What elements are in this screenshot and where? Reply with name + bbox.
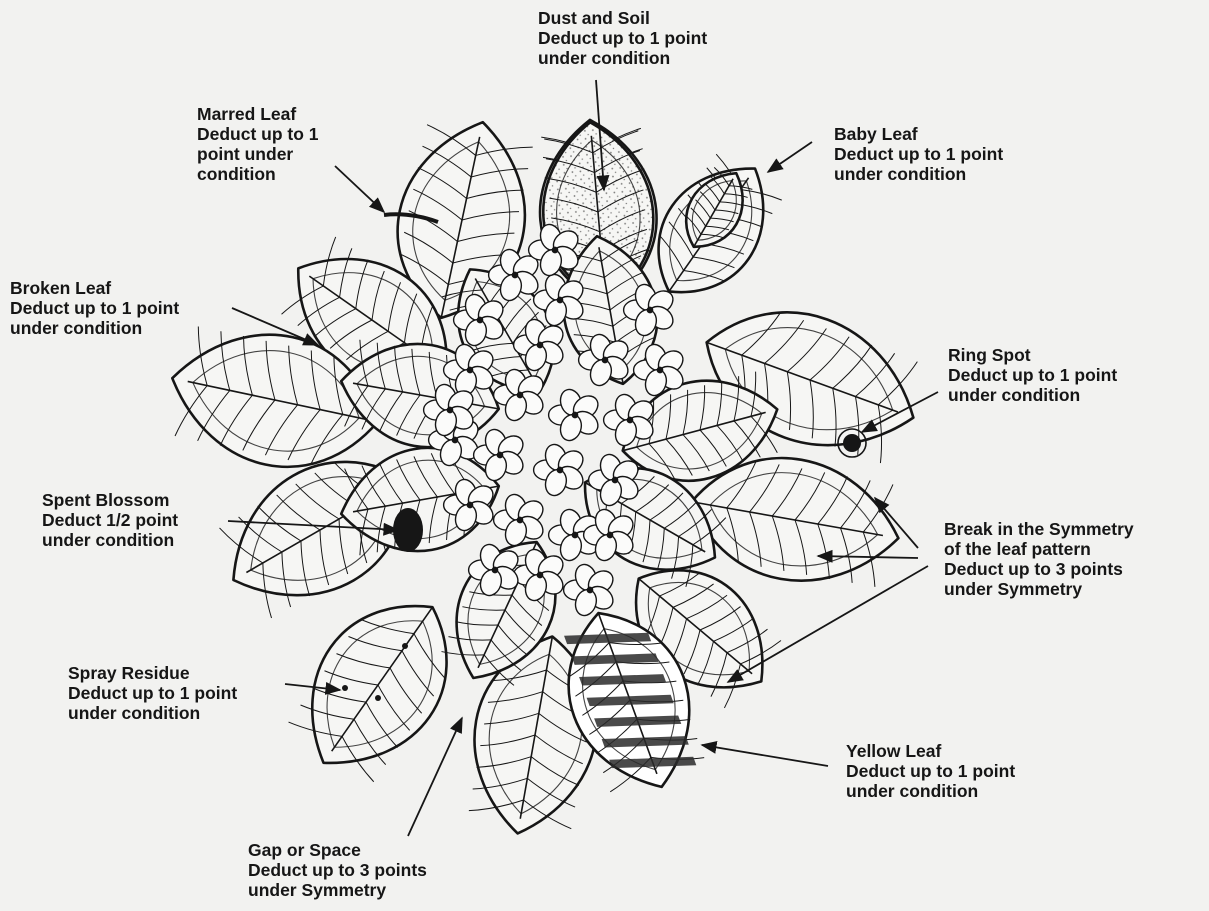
blossom-center bbox=[537, 342, 544, 349]
label-ring-spot: Ring Spot Deduct up to 1 point under con… bbox=[948, 345, 1117, 405]
label-line: Yellow Leaf bbox=[846, 741, 1015, 761]
blossom-center bbox=[627, 417, 634, 424]
spray-residue-speck bbox=[375, 695, 381, 701]
blossom-center bbox=[557, 467, 564, 474]
blossom-center bbox=[657, 367, 664, 374]
label-line: Deduct up to 1 point bbox=[948, 365, 1117, 385]
blossom-center bbox=[587, 587, 594, 594]
ring-spot-mark bbox=[843, 434, 861, 452]
label-line: Baby Leaf bbox=[834, 124, 1003, 144]
label-line: of the leaf pattern bbox=[944, 539, 1134, 559]
label-line: Marred Leaf bbox=[197, 104, 319, 124]
label-spray-residue: Spray Residue Deduct up to 1 point under… bbox=[68, 663, 237, 723]
label-line: Deduct up to 1 point bbox=[834, 144, 1003, 164]
label-baby-leaf: Baby Leaf Deduct up to 1 point under con… bbox=[834, 124, 1003, 184]
label-line: Deduct up to 3 points bbox=[944, 559, 1134, 579]
label-break-in-symmetry: Break in the Symmetry of the leaf patter… bbox=[944, 519, 1134, 599]
blossom-center bbox=[572, 532, 579, 539]
blossom-center bbox=[447, 407, 454, 414]
label-line: point under bbox=[197, 144, 319, 164]
label-line: Broken Leaf bbox=[10, 278, 179, 298]
label-line: under condition bbox=[538, 48, 707, 68]
blossom-center bbox=[602, 357, 609, 364]
leader-arrow bbox=[728, 566, 928, 682]
label-line: under Symmetry bbox=[944, 579, 1134, 599]
label-line: Deduct 1/2 point bbox=[42, 510, 178, 530]
blossom-center bbox=[552, 247, 559, 254]
label-line: under condition bbox=[834, 164, 1003, 184]
label-line: Spent Blossom bbox=[42, 490, 178, 510]
leader-arrow bbox=[335, 166, 384, 212]
label-gap-or-space: Gap or Space Deduct up to 3 points under… bbox=[248, 840, 427, 900]
label-dust-and-soil: Dust and Soil Deduct up to 1 point under… bbox=[538, 8, 707, 68]
spray-residue-speck bbox=[402, 643, 408, 649]
label-line: under condition bbox=[68, 703, 237, 723]
leader-arrow bbox=[768, 142, 812, 172]
label-yellow-leaf: Yellow Leaf Deduct up to 1 point under c… bbox=[846, 741, 1015, 801]
blossom-center bbox=[477, 317, 484, 324]
label-line: Deduct up to 1 point bbox=[10, 298, 179, 318]
label-line: Deduct up to 1 point bbox=[68, 683, 237, 703]
label-broken-leaf: Broken Leaf Deduct up to 1 point under c… bbox=[10, 278, 179, 338]
blossom-center bbox=[512, 272, 519, 279]
blossom-center bbox=[557, 297, 564, 304]
blossom-center bbox=[467, 502, 474, 509]
label-line: condition bbox=[197, 164, 319, 184]
label-line: Deduct up to 1 point bbox=[538, 28, 707, 48]
blossom-center bbox=[647, 307, 654, 314]
leader-arrow bbox=[408, 718, 462, 836]
blossom bbox=[494, 492, 548, 548]
label-line: Deduct up to 3 points bbox=[248, 860, 427, 880]
label-line: Deduct up to 1 point bbox=[846, 761, 1015, 781]
blossom-center bbox=[467, 367, 474, 374]
label-line: Spray Residue bbox=[68, 663, 237, 683]
blossom-center bbox=[497, 452, 504, 459]
blossom-center bbox=[517, 392, 524, 399]
label-line: under condition bbox=[948, 385, 1117, 405]
label-line: Ring Spot bbox=[948, 345, 1117, 365]
label-line: Break in the Symmetry bbox=[944, 519, 1134, 539]
blossom-center bbox=[452, 437, 459, 444]
blossom bbox=[564, 562, 618, 618]
label-line: Dust and Soil bbox=[538, 8, 707, 28]
blossom-center bbox=[492, 567, 499, 574]
label-line: under condition bbox=[846, 781, 1015, 801]
label-line: under Symmetry bbox=[248, 880, 427, 900]
outer-leaf bbox=[274, 573, 482, 798]
label-line: under condition bbox=[42, 530, 178, 550]
blossom bbox=[549, 387, 603, 443]
blossom-center bbox=[607, 532, 614, 539]
blossom-center bbox=[517, 517, 524, 524]
label-line: Gap or Space bbox=[248, 840, 427, 860]
label-line: Deduct up to 1 bbox=[197, 124, 319, 144]
blossom bbox=[534, 442, 588, 498]
label-marred-leaf: Marred Leaf Deduct up to 1 point under c… bbox=[197, 104, 319, 184]
blossom-center bbox=[537, 572, 544, 579]
label-line: under condition bbox=[10, 318, 179, 338]
blossom-center bbox=[572, 412, 579, 419]
label-spent-blossom: Spent Blossom Deduct 1/2 point under con… bbox=[42, 490, 178, 550]
spray-residue-speck bbox=[342, 685, 348, 691]
blossom-center bbox=[612, 477, 619, 484]
leader-arrow bbox=[702, 745, 828, 766]
